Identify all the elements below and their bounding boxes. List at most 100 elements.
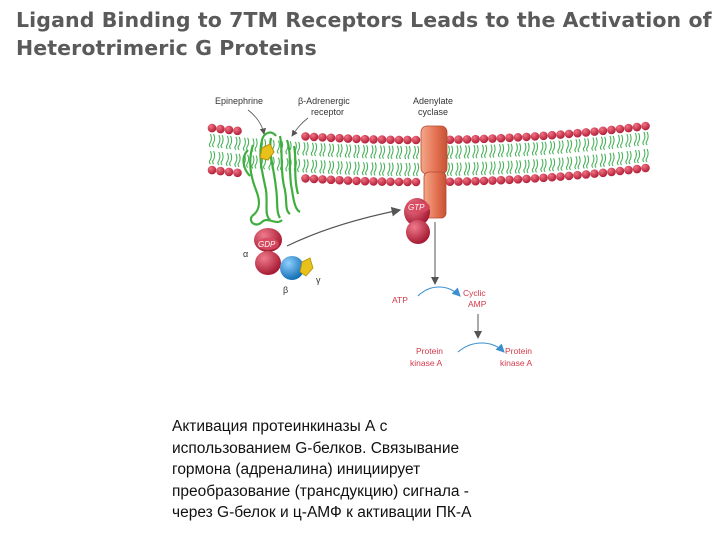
lipid-head bbox=[335, 175, 344, 185]
title-line-2: Heterotrimeric G Proteins bbox=[16, 36, 317, 60]
lipid-head bbox=[607, 167, 616, 177]
lipid-head bbox=[581, 128, 591, 137]
camp-label-1: Cyclic bbox=[463, 288, 486, 298]
lipid-head bbox=[224, 167, 234, 177]
lipid-head bbox=[556, 130, 565, 139]
receptor-label-2: receptor bbox=[311, 107, 344, 117]
lipid-head bbox=[309, 132, 319, 142]
receptor-pointer bbox=[291, 117, 309, 137]
lipid-head bbox=[615, 124, 625, 134]
lipid-head bbox=[530, 174, 540, 183]
caption-line-2: использованием G-белков. Связывание bbox=[172, 439, 460, 457]
lipid-head bbox=[607, 125, 616, 135]
lipid-head bbox=[309, 174, 319, 184]
atp-to-camp-arrow bbox=[417, 286, 461, 297]
lipid-head bbox=[564, 129, 574, 139]
cell-membrane bbox=[207, 121, 650, 187]
atp-label: ATP bbox=[392, 295, 408, 305]
pka-inactive-label-2: kinase A bbox=[410, 358, 442, 368]
lipid-head bbox=[615, 166, 625, 176]
lipid-head bbox=[445, 177, 455, 187]
lipid-head bbox=[233, 126, 242, 136]
lipid-heads bbox=[207, 121, 650, 187]
slide-title: Ligand Binding to 7TM Receptors Leads to… bbox=[16, 6, 712, 62]
lipid-head bbox=[471, 176, 480, 186]
lipid-head bbox=[394, 177, 404, 187]
lipid-head bbox=[216, 124, 225, 134]
lipid-head bbox=[513, 133, 523, 142]
lipid-head bbox=[343, 134, 353, 143]
lipid-head bbox=[505, 175, 514, 185]
lipid-head bbox=[377, 135, 387, 144]
pka-inactive-label-1: Protein bbox=[416, 346, 443, 356]
lipid-head bbox=[360, 134, 370, 144]
adenylate-cyclase bbox=[420, 125, 448, 219]
lipid-head bbox=[624, 123, 633, 133]
lipid-head bbox=[581, 170, 591, 179]
lipid-head bbox=[624, 165, 633, 175]
lipid-head bbox=[556, 172, 565, 181]
lipid-head bbox=[403, 135, 412, 145]
caption-line-3: гормона (адреналина) инициирует bbox=[172, 461, 421, 478]
lipid-head bbox=[590, 169, 599, 178]
lipid-head bbox=[522, 174, 531, 184]
activation-arrow bbox=[286, 206, 402, 247]
lipid-head bbox=[488, 134, 497, 143]
camp-label-2: AMP bbox=[468, 299, 487, 309]
lipid-head bbox=[216, 166, 225, 176]
lipid-head bbox=[479, 176, 489, 186]
lipid-head bbox=[641, 121, 650, 131]
lipid-head bbox=[360, 176, 370, 186]
lipid-head bbox=[462, 135, 472, 144]
g-protein-diagram: GTP GDP α β γ Epinephrine β-Adrenergic r… bbox=[207, 96, 650, 368]
lipid-head bbox=[335, 133, 344, 143]
lipid-head bbox=[454, 177, 463, 186]
lipid-tails bbox=[208, 131, 649, 177]
lipid-head bbox=[598, 126, 608, 136]
gtp-label: GTP bbox=[408, 203, 425, 212]
cyclase-label-1: Adenylate bbox=[413, 96, 453, 106]
epinephrine-label: Epinephrine bbox=[215, 96, 263, 106]
lipid-head bbox=[233, 168, 242, 178]
lipid-head bbox=[207, 165, 217, 175]
g-beta-subunit bbox=[280, 256, 304, 280]
lipid-head bbox=[394, 135, 404, 145]
g-gamma-subunit bbox=[299, 257, 314, 277]
lipid-head bbox=[352, 176, 361, 186]
beta-label: β bbox=[283, 285, 288, 295]
pka-activation-arrow bbox=[457, 342, 505, 353]
lipid-head bbox=[369, 135, 378, 144]
lipid-head bbox=[352, 134, 361, 144]
lipid-head bbox=[539, 131, 548, 141]
lipid-head bbox=[326, 133, 336, 143]
title-line-1: Ligand Binding to 7TM Receptors Leads to… bbox=[16, 8, 712, 32]
lipid-head bbox=[513, 175, 523, 184]
lipid-head bbox=[573, 128, 582, 138]
lipid-head bbox=[522, 132, 531, 142]
gamma-label: γ bbox=[316, 275, 321, 285]
lipid-head bbox=[496, 175, 506, 185]
lipid-head bbox=[632, 122, 642, 132]
lipid-head bbox=[641, 163, 650, 173]
epinephrine-ligand bbox=[259, 143, 275, 161]
lipid-head bbox=[505, 133, 514, 143]
caption-line-1: Активация протеинкиназы А с bbox=[172, 418, 388, 435]
lipid-head bbox=[547, 172, 557, 182]
lipid-head bbox=[411, 177, 421, 187]
lipid-head bbox=[462, 177, 472, 186]
lipid-head bbox=[454, 135, 463, 144]
lipid-head bbox=[479, 134, 489, 144]
g-alpha-gtp-active: GTP bbox=[404, 198, 430, 244]
gdp-label: GDP bbox=[258, 240, 276, 249]
lipid-head bbox=[488, 176, 497, 185]
lipid-head bbox=[318, 175, 327, 184]
lipid-head bbox=[386, 177, 395, 187]
lipid-head bbox=[207, 123, 217, 133]
lipid-head bbox=[471, 134, 480, 144]
lipid-head bbox=[564, 171, 574, 181]
caption-line-4: преобразование (трансдукцию) сигнала - bbox=[172, 482, 469, 500]
lipid-head bbox=[445, 135, 455, 145]
lipid-head bbox=[224, 125, 234, 135]
lipid-head bbox=[530, 132, 540, 141]
lipid-head bbox=[411, 135, 421, 145]
